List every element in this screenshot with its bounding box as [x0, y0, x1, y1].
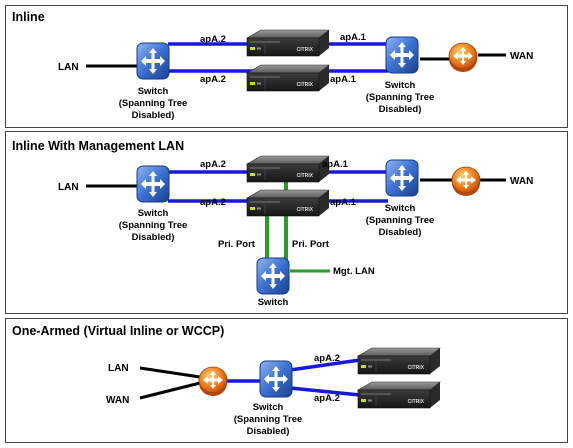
- panel-title: Inline With Management LAN: [12, 139, 184, 153]
- switch-icon: [385, 36, 419, 74]
- appliance-icon: CITRIX: [357, 381, 441, 409]
- port-label: Pri. Port: [218, 239, 256, 250]
- lan-label: LAN: [58, 182, 79, 193]
- switch-label: Switch (Spanning Tree Disabled): [234, 402, 303, 437]
- mgt-lan-label: Mgt. LAN: [333, 266, 375, 277]
- port-label: apA.2: [200, 197, 226, 208]
- svg-text:CITRIX: CITRIX: [408, 399, 425, 405]
- svg-text:Switch: Switch: [385, 80, 416, 91]
- port-label: apA.1: [340, 32, 367, 43]
- port-label: apA.1: [330, 197, 357, 208]
- switch-label: Switch (Spanning Tree Disabled): [119, 208, 188, 243]
- appliance-icon: CITRIX: [246, 155, 330, 183]
- port-label: apA.2: [200, 159, 226, 170]
- link-bottom: [289, 386, 361, 397]
- port-label: apA.2: [314, 393, 340, 404]
- svg-text:Switch: Switch: [253, 402, 284, 413]
- port-label: apA.1: [330, 74, 357, 85]
- router-icon: [448, 42, 478, 73]
- svg-text:Disabled): Disabled): [132, 232, 175, 243]
- switch-icon: [385, 159, 419, 197]
- port-label: apA.2: [200, 34, 226, 45]
- switch-icon: [136, 165, 170, 203]
- svg-text:Disabled): Disabled): [247, 426, 290, 437]
- svg-text:Disabled): Disabled): [379, 104, 422, 115]
- panel-title: Inline: [12, 10, 45, 24]
- svg-text:CITRIX: CITRIX: [297, 207, 314, 213]
- port-label: apA.1: [322, 159, 349, 170]
- svg-text:(Spanning Tree: (Spanning Tree: [366, 92, 435, 103]
- panel-inline: Inline CITRIX CITRIX LAN WAN apA.2 apA.1…: [5, 5, 568, 128]
- switch-icon: [136, 42, 170, 80]
- router-icon: [198, 366, 228, 397]
- switch-label: Switch: [258, 297, 289, 308]
- link-top: [289, 358, 361, 372]
- panel-one-armed: One-Armed (Virtual Inline or WCCP) CITRI…: [5, 318, 568, 443]
- switch-label: Switch (Spanning Tree Disabled): [366, 203, 435, 238]
- wan-label: WAN: [106, 395, 129, 406]
- svg-text:(Spanning Tree: (Spanning Tree: [119, 98, 188, 109]
- switch-icon: [259, 360, 293, 398]
- svg-text:CITRIX: CITRIX: [297, 173, 314, 179]
- svg-text:Switch: Switch: [138, 86, 169, 97]
- switch-label: Switch (Spanning Tree Disabled): [366, 80, 435, 115]
- svg-text:(Spanning Tree: (Spanning Tree: [119, 220, 188, 231]
- svg-text:CITRIX: CITRIX: [408, 365, 425, 371]
- svg-text:(Spanning Tree: (Spanning Tree: [366, 215, 435, 226]
- switch-label: Switch (Spanning Tree Disabled): [119, 86, 188, 121]
- port-label: Pri. Port: [292, 239, 330, 250]
- lan-label: LAN: [58, 62, 79, 73]
- wan-label: WAN: [510, 176, 533, 187]
- wan-label: WAN: [510, 51, 533, 62]
- lan-link: [139, 366, 201, 379]
- svg-text:CITRIX: CITRIX: [297, 47, 314, 53]
- svg-text:Switch: Switch: [385, 203, 416, 214]
- router-icon: [451, 166, 481, 197]
- appliance-icon: CITRIX: [246, 29, 330, 57]
- svg-text:CITRIX: CITRIX: [297, 82, 314, 88]
- svg-text:(Spanning Tree: (Spanning Tree: [234, 414, 303, 425]
- lan-label: LAN: [108, 363, 129, 374]
- svg-text:Disabled): Disabled): [379, 227, 422, 238]
- wan-link: [139, 381, 201, 400]
- svg-text:Switch: Switch: [138, 208, 169, 219]
- port-label: apA.2: [200, 74, 226, 85]
- appliance-icon: CITRIX: [357, 347, 441, 375]
- port-label: apA.2: [314, 353, 340, 364]
- svg-text:Disabled): Disabled): [132, 110, 175, 121]
- appliance-icon: CITRIX: [246, 189, 330, 217]
- appliance-icon: CITRIX: [246, 64, 330, 92]
- panel-title: One-Armed (Virtual Inline or WCCP): [12, 324, 224, 338]
- panel-inline-management-lan: Inline With Management LAN CITRIX CITRIX…: [5, 131, 568, 314]
- switch-icon: [256, 257, 290, 295]
